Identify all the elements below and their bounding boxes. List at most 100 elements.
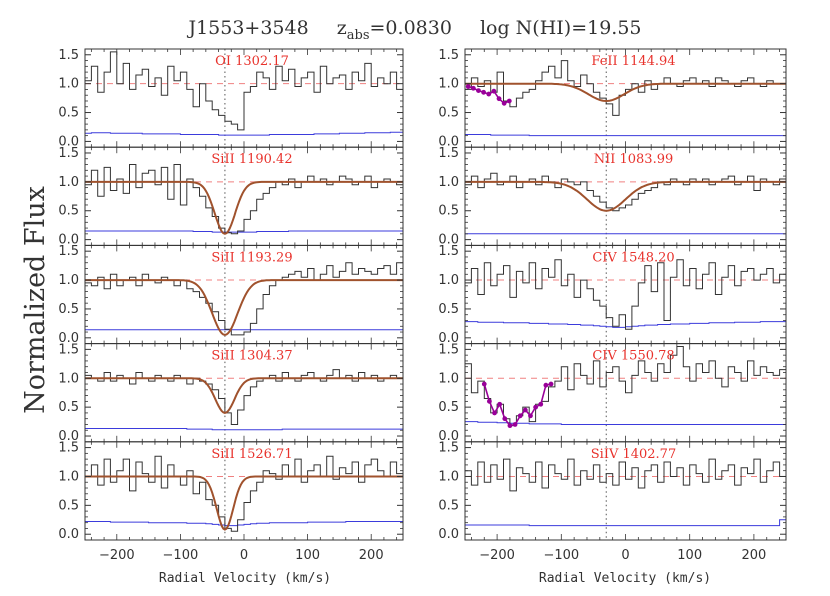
x-axis-label-right: Radial Velocity (km/s)	[539, 571, 711, 586]
x-tick-label: 100	[677, 548, 702, 563]
blend-point	[502, 416, 508, 422]
x-tick-label: −200	[479, 548, 515, 563]
y-tick-label: 0.5	[438, 400, 459, 415]
redshift-value: =0.0830	[370, 17, 452, 39]
transition-label: FeII 1144.94	[591, 54, 675, 69]
y-tick-label: 0.0	[438, 527, 459, 542]
voigt-fit-curve	[85, 377, 403, 414]
transition-label: OI 1302.17	[215, 54, 289, 69]
y-tick-label: 1.0	[438, 77, 459, 92]
blend-point	[548, 381, 554, 387]
transition-label: CIV 1550.78	[592, 349, 674, 364]
redshift-label: z	[337, 17, 347, 39]
y-tick-label: 0.0	[438, 429, 459, 444]
y-tick-label: 0.5	[58, 106, 79, 121]
transition-label: CIV 1548.20	[592, 250, 674, 265]
y-tick-label: 1.0	[438, 371, 459, 386]
y-tick-label: 1.5	[438, 244, 459, 259]
error-spectrum	[85, 230, 403, 233]
y-tick-label: 0.0	[438, 233, 459, 248]
blend-point	[497, 401, 503, 407]
blend-point	[465, 84, 471, 89]
panel-plot-area	[85, 343, 403, 442]
y-tick-label: 0.5	[438, 302, 459, 317]
transition-label: SiII 1304.37	[211, 349, 292, 364]
panel-plot-area	[465, 245, 786, 344]
blend-point	[538, 401, 544, 407]
y-tick-label: 1.0	[58, 273, 79, 288]
transition-label: SiIV 1402.77	[591, 447, 676, 462]
blend-point	[492, 410, 497, 416]
voigt-fit-curve	[85, 475, 403, 531]
x-tick-label: 0	[621, 548, 629, 563]
y-tick-label: 0.5	[438, 498, 459, 513]
x-tick-label: −200	[99, 548, 135, 563]
blend-point	[486, 91, 492, 97]
y-tick-label: 0.0	[58, 134, 79, 149]
y-tick-label: 0.0	[58, 331, 79, 346]
blend-point	[528, 413, 533, 419]
panel-plot-area	[85, 441, 403, 540]
y-tick-label: 1.0	[58, 77, 79, 92]
transition-label: SiII 1526.71	[211, 447, 292, 462]
blend-point	[481, 381, 487, 387]
x-tick-label: 100	[295, 548, 320, 563]
panel-plot-area	[465, 441, 786, 540]
y-tick-label: 1.0	[438, 273, 459, 288]
error-spectrum	[85, 521, 403, 527]
y-tick-label: 1.5	[438, 342, 459, 357]
panel-plot-area	[465, 343, 786, 442]
y-tick-label: 1.0	[58, 175, 79, 190]
blend-point	[512, 422, 518, 427]
panel-plot-area	[85, 49, 403, 148]
y-tick-label: 1.5	[438, 146, 459, 161]
figure-title: J1553+3548 zabs=0.0830 log N(HI)=19.55	[186, 17, 641, 43]
spectrum-panel: 0.0 0.5 1.0 1.5 CIV 1550.78	[438, 342, 787, 444]
blend-point	[491, 88, 497, 94]
y-axis-label: Normalized Flux	[20, 186, 51, 414]
error-spectrum	[465, 134, 786, 137]
blend-point	[506, 98, 512, 104]
x-tick-label: −100	[543, 548, 579, 563]
blend-point	[486, 398, 492, 404]
blend-point	[533, 404, 539, 410]
flux-spectrum	[465, 172, 786, 212]
y-tick-label: 1.0	[58, 469, 79, 484]
panel-plot-area	[85, 147, 403, 246]
object-name: J1553+3548	[186, 17, 308, 39]
y-tick-label: 0.5	[58, 498, 79, 513]
error-spectrum	[465, 519, 786, 527]
y-tick-label: 1.0	[438, 469, 459, 484]
x-tick-label: −100	[163, 548, 199, 563]
transition-label: SiII 1193.29	[211, 250, 292, 265]
y-tick-label: 0.5	[438, 106, 459, 121]
blend-point	[501, 100, 507, 106]
y-tick-label: 0.5	[58, 302, 79, 317]
blend-point	[517, 413, 523, 419]
voigt-fit-curve	[465, 180, 786, 212]
y-tick-label: 0.0	[58, 527, 79, 542]
blend-point	[543, 382, 549, 388]
y-tick-label: 1.0	[58, 371, 79, 386]
redshift-subscript: abs	[347, 28, 370, 43]
y-tick-label: 0.5	[438, 204, 459, 219]
x-tick-label: 200	[359, 548, 384, 563]
y-tick-label: 0.0	[58, 233, 79, 248]
blend-point	[470, 85, 476, 91]
x-tick-label: 200	[741, 548, 766, 563]
flux-spectrum	[465, 259, 786, 330]
x-axis-label-left: Radial Velocity (km/s)	[159, 571, 331, 586]
y-tick-label: 1.5	[58, 146, 79, 161]
blend-point	[496, 96, 502, 102]
transition-label: SiII 1190.42	[211, 152, 292, 167]
y-tick-label: 1.5	[58, 48, 79, 63]
